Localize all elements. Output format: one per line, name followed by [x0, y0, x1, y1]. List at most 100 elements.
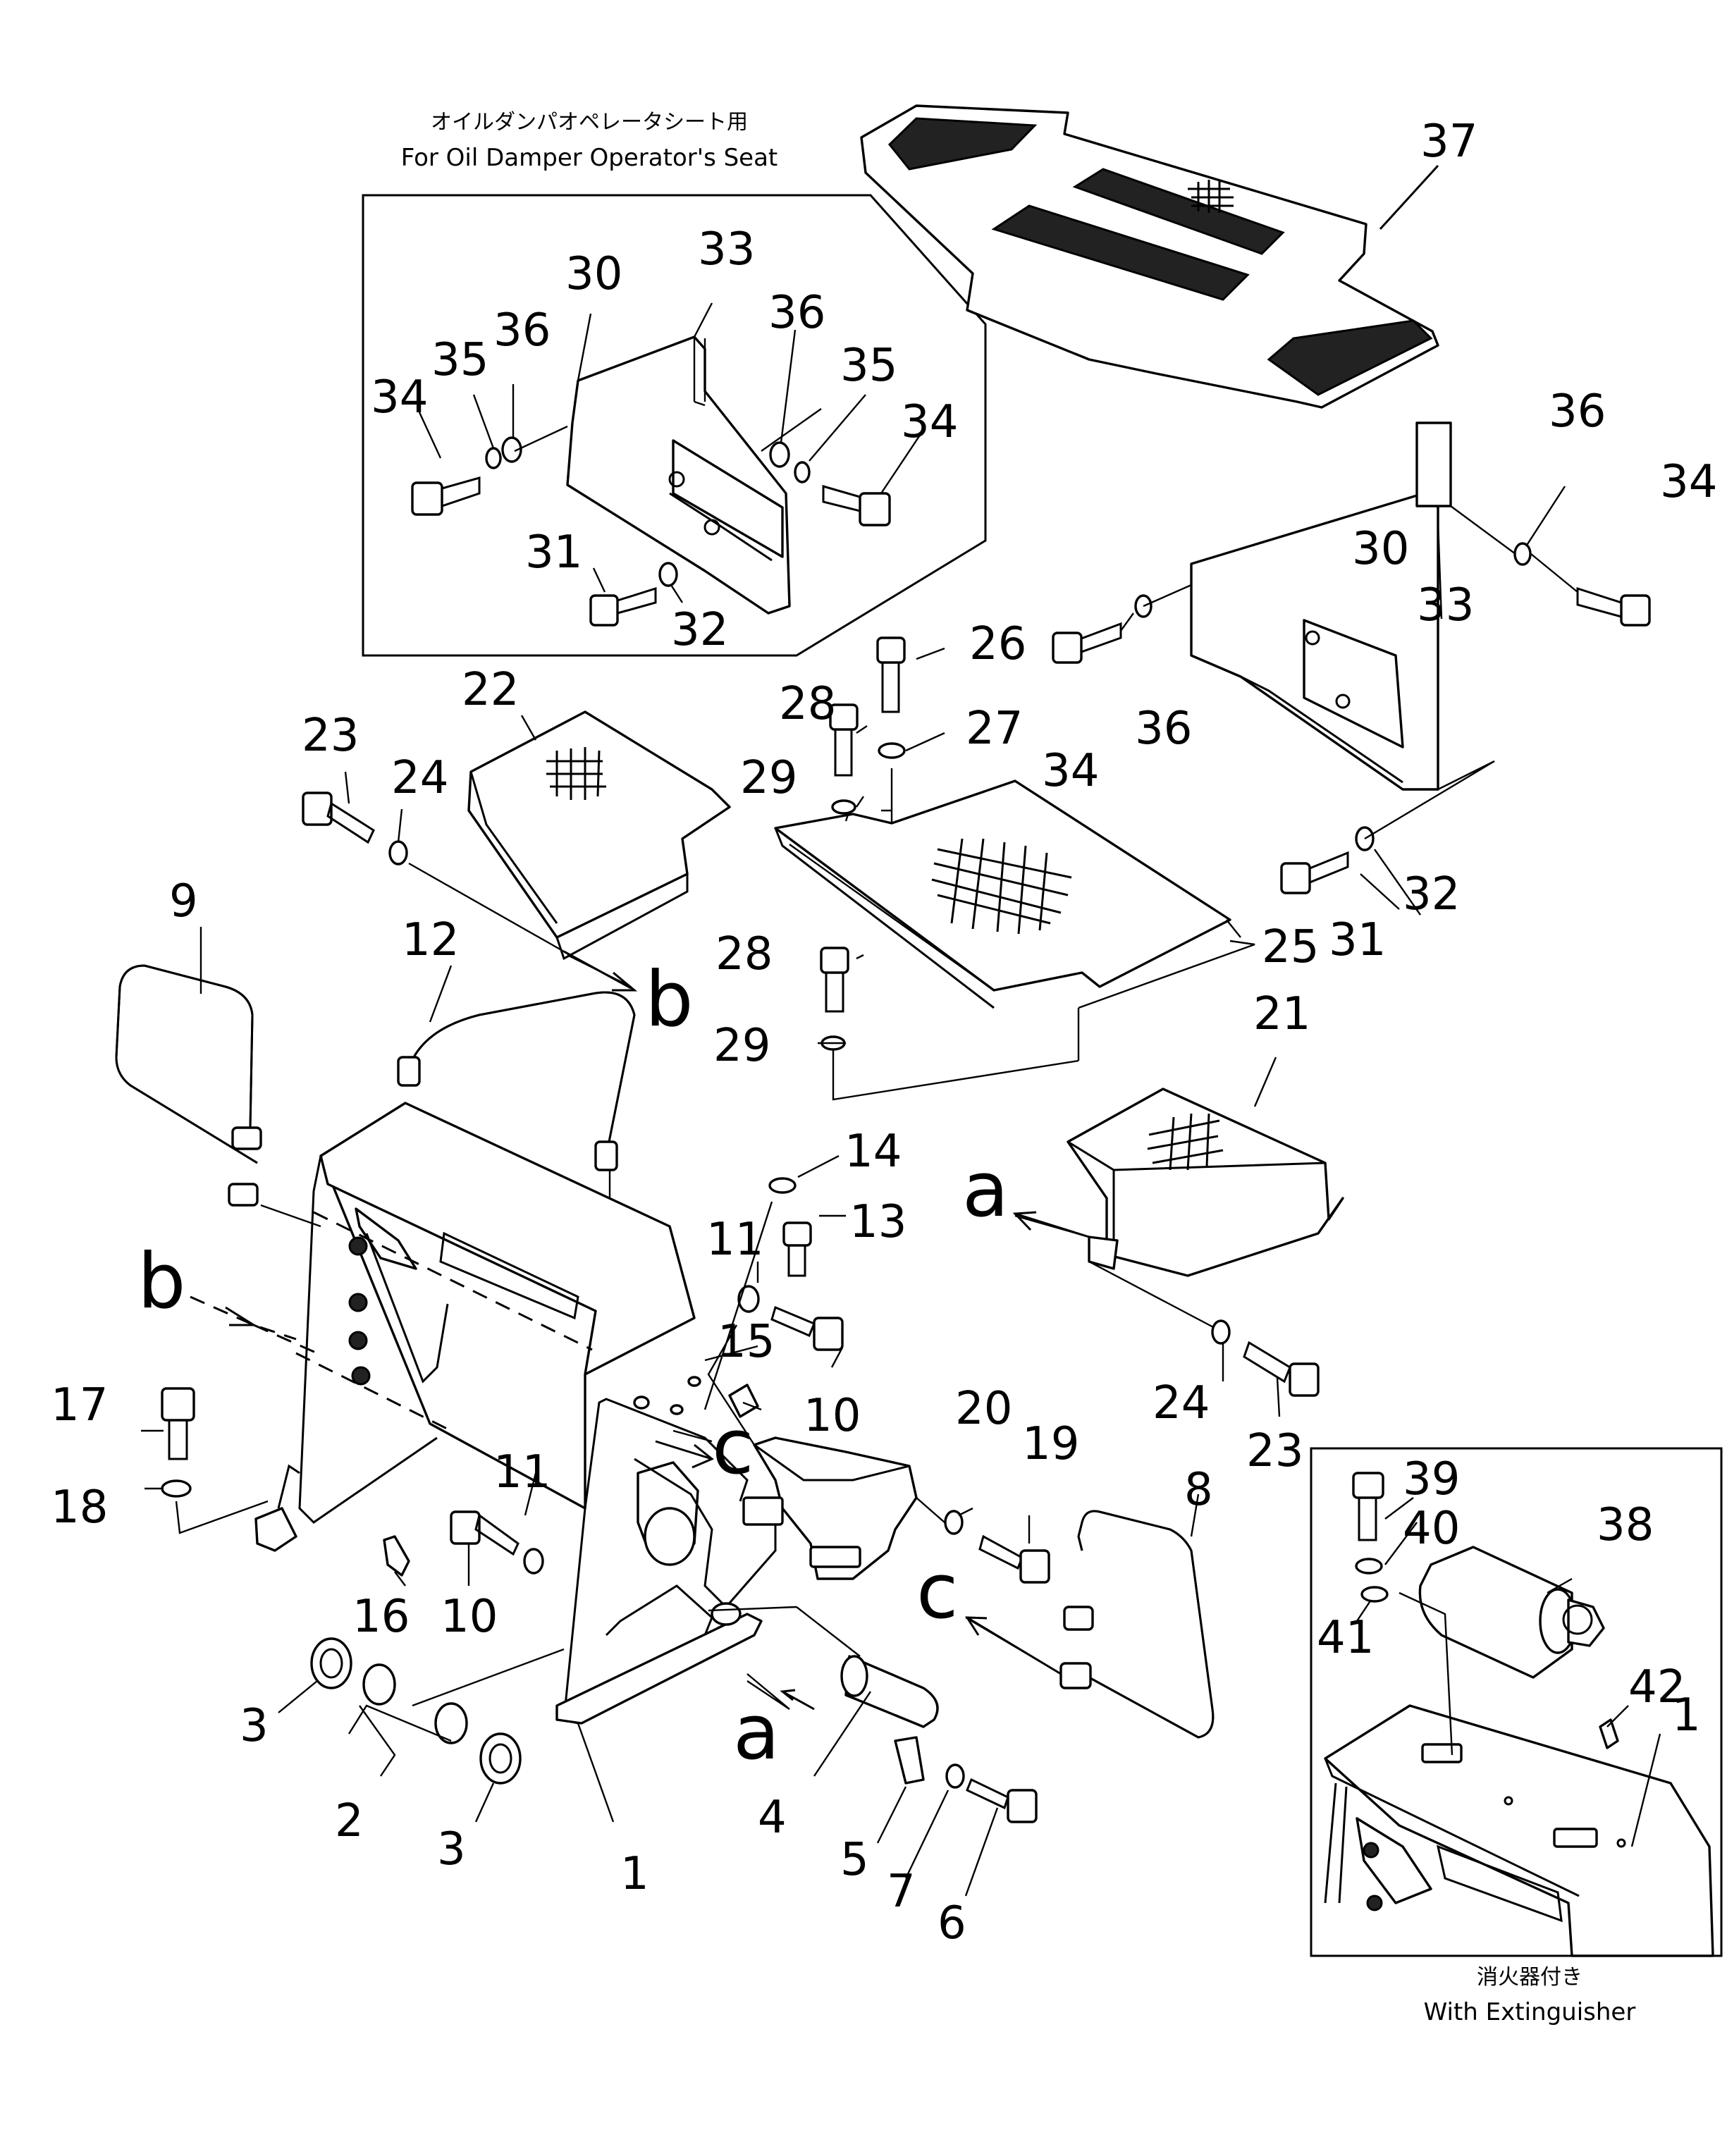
washer-7 — [945, 1763, 965, 1789]
callout-34-inset-left: 34 — [371, 371, 428, 424]
callout-29-upper: 29 — [740, 752, 797, 804]
extinguisher-38 — [1418, 1546, 1605, 1679]
arrow-b-upper — [563, 950, 638, 992]
callout-5: 5 — [840, 1834, 869, 1886]
callout-6: 6 — [938, 1897, 966, 1949]
arrow-c-mid — [655, 1440, 714, 1469]
extinguisher-inset-frame — [1310, 1447, 1723, 1957]
cap-42 — [1599, 1718, 1619, 1749]
inset-leaders — [418, 302, 924, 603]
callout-14: 14 — [844, 1126, 902, 1178]
callout-35-inset-right: 35 — [840, 340, 897, 392]
ref-c-right: c — [916, 1548, 958, 1636]
callout-13: 13 — [849, 1196, 906, 1248]
washer-41 — [1360, 1586, 1389, 1603]
callout-2: 2 — [335, 1795, 364, 1847]
inset-washer-32 — [658, 562, 678, 587]
floor-plate — [774, 780, 1231, 1009]
callout-25: 25 — [1262, 921, 1319, 973]
callout-15: 15 — [718, 1316, 775, 1368]
stopper-15 — [728, 1384, 759, 1418]
callout-11-right: 11 — [706, 1214, 763, 1266]
bolt-19 — [978, 1534, 1050, 1584]
callout-35-inset-left: 35 — [431, 334, 488, 386]
callout-12: 12 — [402, 914, 459, 966]
handrail-8 — [1059, 1510, 1215, 1739]
floor-mat — [860, 104, 1439, 409]
handrail-12 — [397, 991, 636, 1171]
inset-washer-35-left — [485, 447, 502, 469]
bracket-left-leaders — [141, 1429, 269, 1534]
callout-8: 8 — [1184, 1464, 1213, 1516]
bushing-3-right — [479, 1732, 522, 1785]
washer-36-upper-right — [1513, 542, 1532, 566]
washer-24-upper — [388, 840, 408, 866]
callout-36-mid: 36 — [1135, 703, 1192, 755]
callout-11-left: 11 — [493, 1446, 551, 1498]
callout-42: 42 — [1628, 1661, 1685, 1713]
bushing-3-left — [310, 1637, 352, 1689]
plate-5 — [894, 1736, 925, 1785]
ref-a-upper: a — [962, 1146, 1009, 1234]
washer-24-lower — [1211, 1319, 1231, 1345]
arrow-a-upper — [1012, 1211, 1090, 1238]
bolt-6 — [966, 1778, 1038, 1823]
bolt-26 — [876, 636, 906, 713]
washer-11-right — [737, 1285, 760, 1313]
washer-29-upper — [831, 799, 856, 815]
callout-30-right: 30 — [1352, 523, 1409, 575]
callout-36-upper-right: 36 — [1549, 386, 1606, 438]
extinguisher-leaders — [1356, 1497, 1661, 1847]
bolt-17 — [161, 1387, 195, 1460]
callout-26: 26 — [969, 618, 1026, 670]
callout-20: 20 — [955, 1383, 1012, 1435]
callout-4: 4 — [758, 1792, 787, 1844]
callout-17: 17 — [51, 1379, 108, 1431]
inset-bolt-31 — [589, 586, 657, 627]
inset-washer-36-right — [769, 441, 790, 468]
callout-31-right: 31 — [1329, 914, 1386, 966]
caption-extinguisher-en: With Extinguisher — [1424, 1998, 1636, 2026]
inset-bolt-34-right — [822, 485, 891, 526]
callout-27: 27 — [966, 703, 1023, 755]
washer-11-left — [523, 1548, 544, 1575]
callout-36-inset-left: 36 — [493, 304, 551, 357]
cover-21 — [1067, 1088, 1344, 1277]
bolt-39 — [1352, 1472, 1384, 1541]
reference-letters: b b a a c c — [137, 956, 1009, 1777]
bolt-28-lower — [820, 947, 849, 1013]
callout-32-inset: 32 — [671, 604, 728, 656]
callout-23-upper: 23 — [302, 710, 359, 762]
bolt-23-lower — [1243, 1341, 1320, 1397]
console-leaders — [394, 1154, 1031, 1587]
callout-9: 9 — [169, 875, 198, 928]
arrow-b-left-head — [225, 1306, 258, 1326]
cover-22 — [467, 710, 731, 961]
hardware-5-6-7-leaders — [577, 1723, 999, 1897]
bolt-23-upper — [302, 791, 375, 844]
inset-bolt-34-left — [411, 476, 481, 516]
callout-24-lower: 24 — [1153, 1377, 1210, 1429]
callout-24-upper: 24 — [391, 752, 448, 804]
caption-oil-damper-en: For Oil Damper Operator's Seat — [401, 144, 778, 172]
callout-30-inset: 30 — [565, 248, 622, 300]
bolt-34-mid — [1052, 622, 1122, 664]
callout-23-lower: 23 — [1246, 1425, 1303, 1477]
lever-bracket — [742, 1436, 918, 1580]
cover-22-leaders — [344, 715, 632, 988]
callout-37: 37 — [1420, 116, 1477, 168]
bolt-31-right — [1280, 851, 1349, 894]
ref-b-left: b — [137, 1238, 186, 1326]
washer-20 — [944, 1510, 964, 1535]
callout-28-lower: 28 — [715, 928, 773, 980]
ref-b-upper: b — [645, 956, 694, 1044]
handrail-leaders — [199, 927, 1200, 1675]
pin-4 — [840, 1655, 939, 1728]
washer-27 — [878, 742, 906, 759]
lower-bushing-leaders — [278, 1648, 565, 1823]
callout-16: 16 — [352, 1591, 410, 1643]
leader-37 — [1379, 164, 1439, 230]
arrow-a-lower — [780, 1689, 815, 1711]
bolt-10-right — [770, 1305, 844, 1351]
bolt-13 — [782, 1221, 812, 1277]
